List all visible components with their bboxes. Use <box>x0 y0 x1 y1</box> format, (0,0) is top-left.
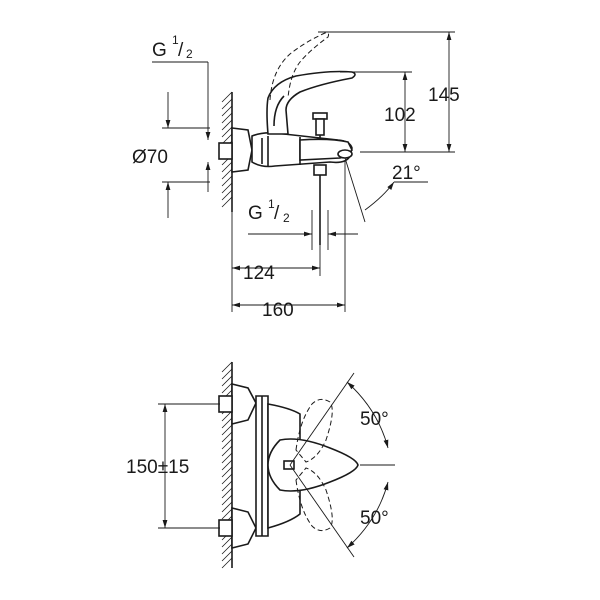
dim-label-124: 124 <box>243 263 275 284</box>
dim-label-102: 102 <box>384 105 416 126</box>
lever-front <box>267 438 359 492</box>
dim-label-21-degree: 21° <box>392 163 421 184</box>
wall-hatch-line <box>221 550 233 562</box>
spout-outlet <box>337 149 353 159</box>
wall-hatch-line <box>221 543 233 555</box>
wall-hatch-line <box>221 536 233 548</box>
wall-hatch-line <box>221 119 233 131</box>
wall-hatch-line <box>221 508 233 520</box>
wall-hatch-line <box>221 112 233 124</box>
wall-hatch-line <box>221 189 233 201</box>
dimension-21-degree <box>344 157 428 223</box>
thread-bottom-prefix: G <box>248 203 263 224</box>
wall-hatch-line <box>221 417 233 429</box>
wall-hatch-line <box>221 182 233 194</box>
wall-hatch-line <box>221 473 233 485</box>
wall-hatch-line <box>221 487 233 499</box>
dimension-145 <box>318 31 455 153</box>
wall-hatch-line <box>221 501 233 513</box>
angle-arc-lower <box>289 464 389 558</box>
wall-hatch-line <box>221 445 233 457</box>
wall-hatch-line <box>221 438 233 450</box>
thread-bottom-denominator: 2 <box>283 211 290 225</box>
wall-hatch-line <box>221 161 233 173</box>
dim-label-angle-lower: 50° <box>360 508 389 529</box>
dimension-thread-bottom <box>248 210 358 250</box>
thread-left-prefix: G <box>152 40 167 61</box>
wall-hatch-line <box>221 368 233 380</box>
lever-raised-outline <box>269 32 330 101</box>
angle-arc-upper <box>289 372 389 466</box>
lower-flange <box>231 506 257 550</box>
hose-connector <box>313 164 327 245</box>
dim-label-diameter: Ø70 <box>132 147 168 168</box>
dim-label-145: 145 <box>428 85 460 106</box>
wall-hatch-line <box>221 196 233 208</box>
thread-left-numerator: 1 <box>172 33 179 47</box>
dimension-102 <box>340 71 412 153</box>
wall-hatch-line <box>221 494 233 506</box>
wall-flange <box>231 127 253 173</box>
lever-indicator <box>283 460 295 470</box>
dimension-150 <box>158 403 220 529</box>
upper-flange <box>231 382 257 426</box>
lever-handle <box>266 70 356 135</box>
wall-hatch-line <box>221 452 233 464</box>
thread-bottom-slash: / <box>274 203 280 224</box>
dimension-160 <box>232 160 346 312</box>
lower-nut <box>218 519 233 537</box>
wall-hatch-line <box>221 375 233 387</box>
wall-hatch-line <box>221 105 233 117</box>
lever-rotated-up <box>295 398 333 463</box>
wall-hatch-line <box>221 126 233 138</box>
dim-label-angle-upper: 50° <box>360 409 389 430</box>
dim-label-center-distance: 150±15 <box>126 457 189 478</box>
upper-nut <box>218 395 233 413</box>
dimension-thread-left <box>152 61 211 192</box>
dimension-124 <box>231 212 321 312</box>
thread-bottom-numerator: 1 <box>268 197 275 211</box>
wall-hatch-line <box>221 382 233 394</box>
dimension-diameter-70 <box>162 92 210 218</box>
wall-hatch-line <box>221 424 233 436</box>
lever-rotated-down <box>295 467 333 532</box>
thread-left-denominator: 2 <box>186 47 193 61</box>
wall-hatch-line <box>221 361 233 373</box>
dim-label-160: 160 <box>262 300 294 321</box>
front-view: 50° 50° 150±15 <box>126 361 395 569</box>
wall-hatch-line <box>221 98 233 110</box>
wall-hatch-line <box>221 480 233 492</box>
wall-hatch-line <box>221 557 233 569</box>
side-view: 102 145 21° Ø70 G 1 / <box>132 31 460 321</box>
wall-hatch-line <box>221 175 233 187</box>
eccentric-nut <box>218 142 233 160</box>
wall-hatch-line <box>221 431 233 443</box>
wall-hatch-line <box>221 459 233 471</box>
wall-hatch-line <box>221 466 233 478</box>
wall-bottom <box>221 361 233 569</box>
wall-hatch-line <box>221 91 233 103</box>
thread-left-slash: / <box>178 40 184 61</box>
wall-hatch-line <box>221 168 233 180</box>
diverter-knob <box>312 112 328 140</box>
